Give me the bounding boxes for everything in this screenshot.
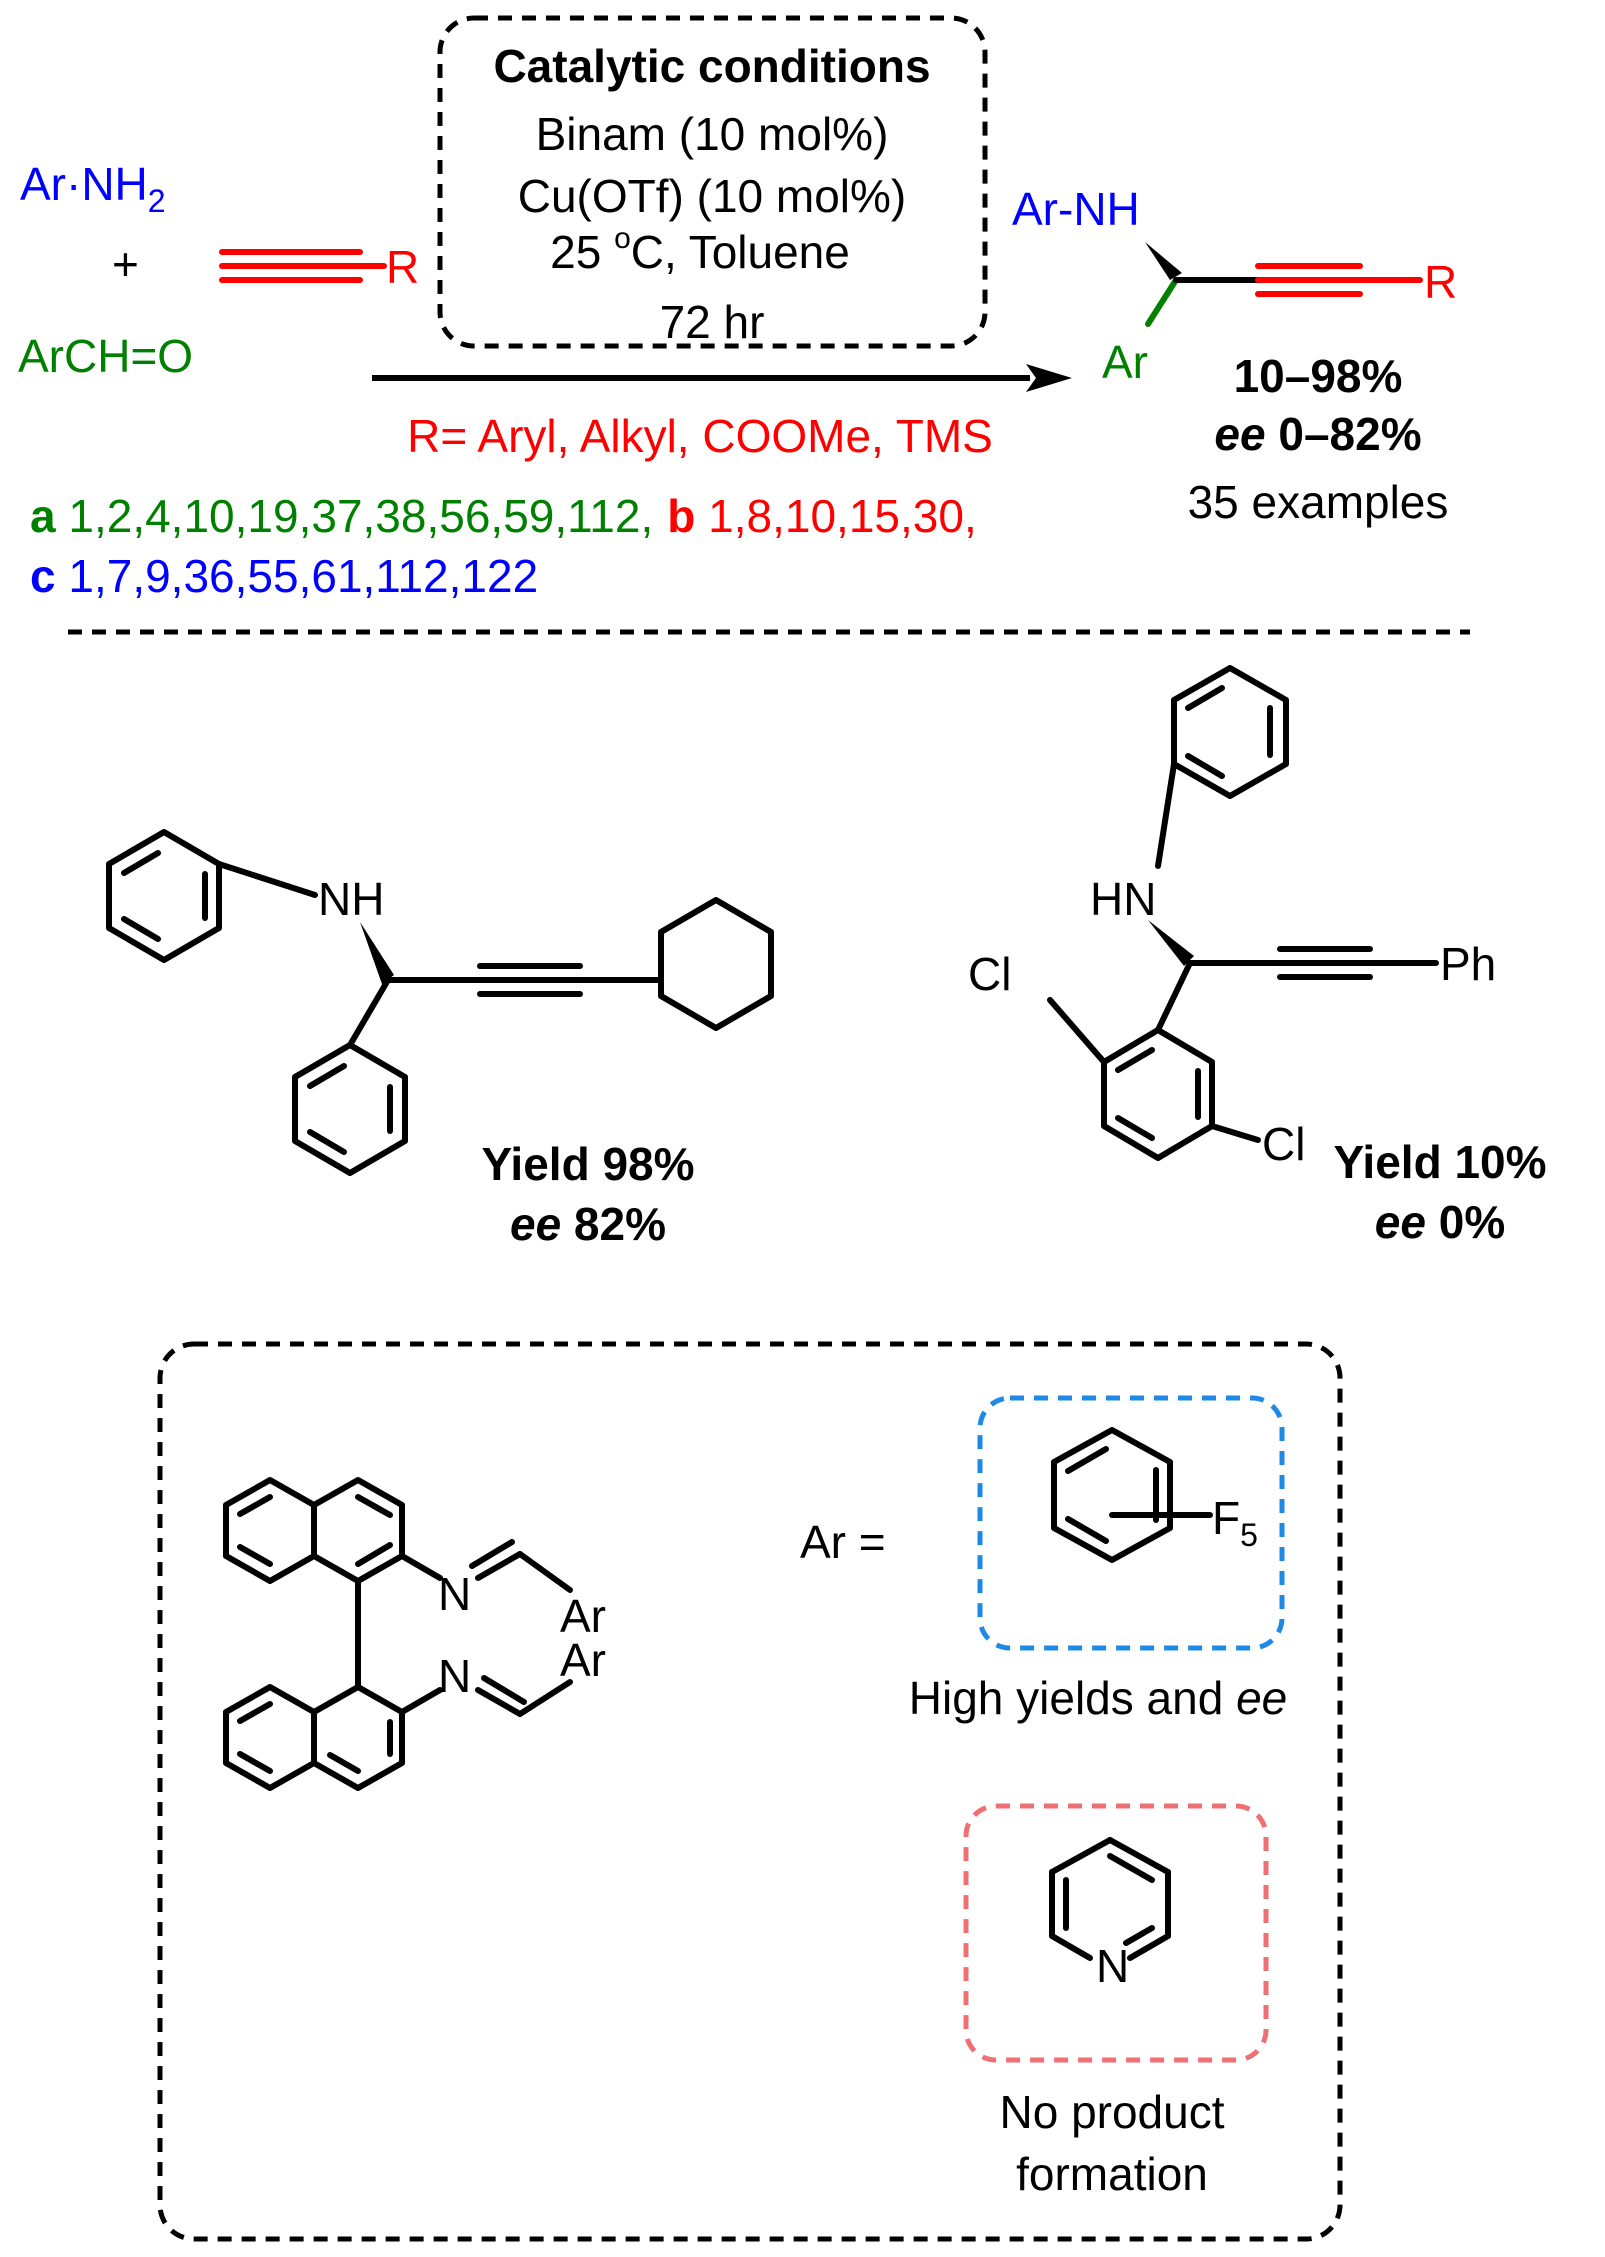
bad-ar-box — [963, 1803, 1269, 2063]
example-right-yield: Yield 10% — [1333, 1136, 1546, 1188]
good-ar-caption: High yields and ee — [909, 1672, 1287, 1724]
pyridine-structure: N — [1049, 1837, 1171, 1992]
conditions-title: Catalytic conditions — [493, 40, 930, 92]
product-examples-count: 35 examples — [1188, 476, 1449, 528]
example-right-ee: ee 0% — [1375, 1196, 1505, 1248]
pyridine-n: N — [1096, 1940, 1129, 1992]
references-a-b: a 1,2,4,10,19,37,38,56,59,112,b 1,8,10,1… — [30, 490, 977, 542]
alkyne-reactant: R — [219, 241, 419, 293]
example-right-hn: HN — [1090, 873, 1156, 925]
r-group-definition: R= Aryl, Alkyl, COOMe, TMS — [407, 410, 993, 462]
pentafluoro-label: F5 — [1212, 1492, 1258, 1553]
example-right-structure: HN Ph Cl Cl — [968, 665, 1496, 1170]
bad-ar-caption-2: formation — [1016, 2148, 1208, 2200]
product-r: R — [1424, 256, 1457, 308]
ligand-n1: N — [438, 1568, 471, 1620]
reaction-section: Ar·NH2 + ArCH=O R Catalytic conditions B… — [18, 15, 1457, 602]
example-left-structure: NH — [106, 829, 774, 1176]
references-c: c 1,7,9,36,55,61,112,122 — [30, 550, 538, 602]
ligand-ar1: Ar — [560, 1590, 606, 1642]
product-yield-range: 10–98% — [1234, 350, 1403, 402]
good-ar-box — [977, 1395, 1285, 1651]
ligand-ar2: Ar — [560, 1634, 606, 1686]
product-structure: Ar-NH Ar R — [1012, 183, 1457, 388]
example-right-ph: Ph — [1440, 938, 1496, 990]
alkyne-r-label: R — [386, 241, 419, 293]
example-left-nh: NH — [318, 873, 384, 925]
example-right-cl-bottom: Cl — [1262, 1118, 1305, 1170]
amine-label: Ar·NH2 — [20, 158, 166, 219]
plus-sign: + — [112, 238, 139, 290]
conditions-catalyst-2: Cu(OTf) (10 mol%) — [518, 170, 906, 222]
binam-ligand-structure: N Ar N Ar — [223, 1477, 606, 1791]
ligand-n2: N — [438, 1650, 471, 1702]
ar-equals-label: Ar = — [800, 1516, 886, 1568]
conditions-time: 72 hr — [660, 296, 765, 348]
bad-ar-caption-1: No product — [999, 2086, 1224, 2138]
reaction-arrow — [372, 364, 1072, 392]
example-left-yield: Yield 98% — [481, 1138, 694, 1190]
product-ar-nh: Ar-NH — [1012, 183, 1140, 235]
conditions-box: Catalytic conditions Binam (10 mol%) Cu(… — [437, 15, 988, 349]
aldehyde-label: ArCH=O — [18, 330, 193, 382]
product-ar: Ar — [1102, 336, 1148, 388]
ligand-box — [157, 1341, 1343, 2242]
example-right-cl-top: Cl — [968, 948, 1011, 1000]
conditions-temperature-solvent: 25 oC, Toluene — [550, 222, 850, 278]
conditions-catalyst-1: Binam (10 mol%) — [536, 108, 889, 160]
pentafluorophenyl-structure: F5 — [1051, 1427, 1258, 1563]
product-ee-range: ee 0–82% — [1214, 408, 1421, 460]
example-left-ee: ee 82% — [510, 1198, 666, 1250]
